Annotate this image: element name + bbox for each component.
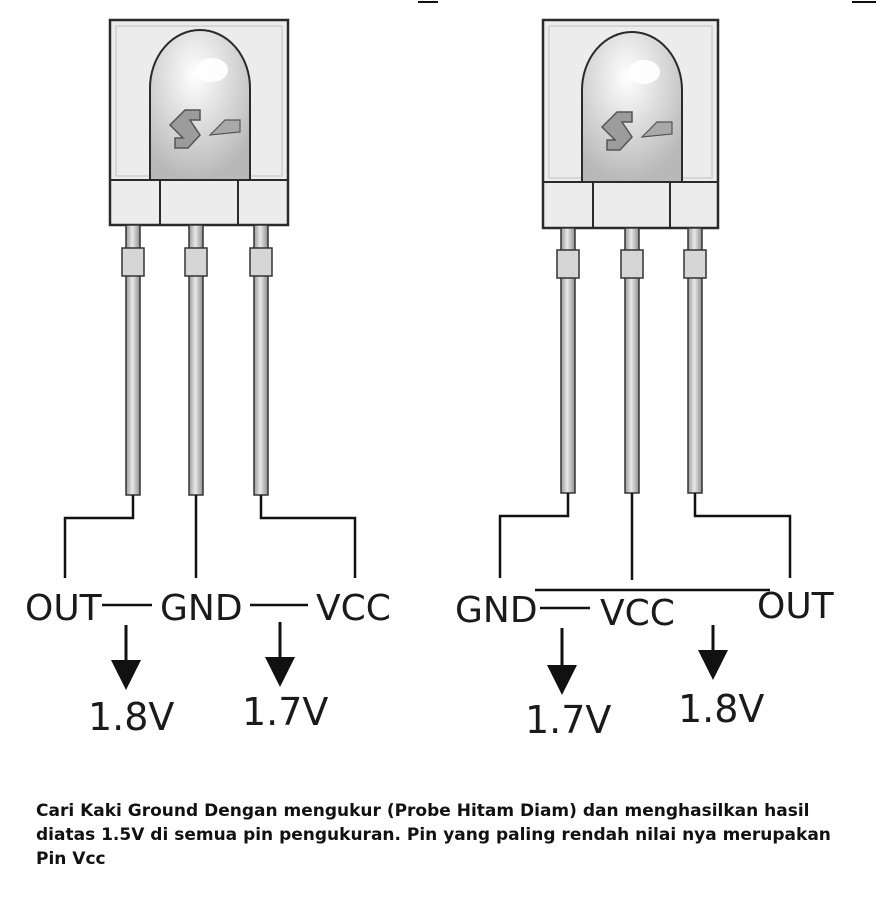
left-sensor-leads	[121, 224, 273, 496]
left-sensor: OUT GND VCC 1.8V 1.7V	[25, 18, 391, 739]
right-sensor-leads	[556, 227, 707, 494]
right-sensor-lens	[581, 31, 683, 183]
right-sensor-wires	[498, 493, 792, 610]
right-reading-arrows	[547, 625, 728, 695]
left-pin-label-out: OUT	[25, 588, 103, 629]
left-sensor-lens	[149, 29, 251, 181]
right-reading-vcc-out: 1.8V	[678, 687, 764, 731]
caption-text: Cari Kaki Ground Dengan mengukur (Probe …	[36, 801, 831, 869]
left-reading-out-gnd: 1.8V	[88, 695, 174, 739]
right-pin-label-gnd: GND	[455, 590, 538, 631]
right-sensor: GND VCC OUT 1.7V 1.8V	[455, 18, 835, 742]
left-reading-arrows	[111, 622, 295, 690]
right-reading-gnd-vcc: 1.7V	[525, 698, 611, 742]
left-reading-gnd-vcc: 1.7V	[242, 690, 328, 734]
right-pin-label-vcc: VCC	[600, 593, 675, 634]
right-pin-label-out: OUT	[757, 586, 835, 627]
left-sensor-wires	[63, 495, 357, 607]
left-pin-label-gnd: GND	[160, 588, 243, 629]
left-pin-label-vcc: VCC	[316, 588, 391, 629]
